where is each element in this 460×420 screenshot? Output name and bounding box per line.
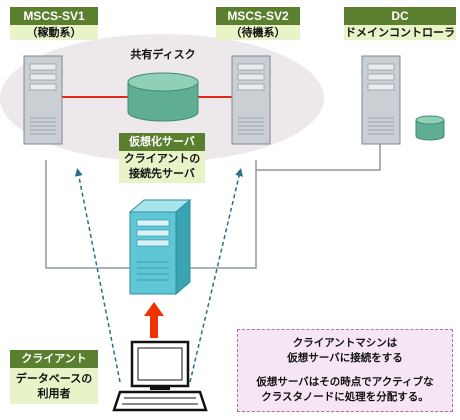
shared-disk-label: 共有ディスク [130,48,196,61]
shared-disk-icon [127,72,199,122]
node-sv2-name: MSCS-SV2 [216,7,300,25]
node-dc-name: DC [344,7,456,25]
note-line1: クライアントマシンは [292,337,398,349]
client-role-line1: データベースの [15,372,93,385]
client-computer-icon [112,340,208,412]
node-sv2-role: （待機系） [216,25,300,40]
client-role-line2: 利用者 [37,387,71,400]
note-line4: クラスタノードに処理を分配する。 [261,390,429,403]
client-role: データベースの 利用者 [10,368,98,404]
dashed-arrows [74,168,243,383]
virtual-server-desc-line1: クライアントの [123,152,201,165]
connect-arrow [144,302,164,338]
note-line3: 仮想サーバはその時点でアクティブな [256,376,434,388]
server-dc-icon [361,55,401,145]
node-dc-role: ドメインコントローラ [344,25,456,40]
node-sv1-role: （稼動系） [10,25,98,40]
dc-disk-icon [415,115,445,141]
virtual-server-desc-line2: 接続先サーバ [129,167,195,180]
explanation-note: クライアントマシンは 仮想サーバに接続をする 仮想サーバはその時点でアクティブな… [237,329,453,412]
network-lines [45,140,381,269]
note-line2: 仮想サーバに接続をする [287,351,403,364]
virtual-server-desc: クライアントの 接続先サーバ [119,151,205,183]
node-sv1-name: MSCS-SV1 [10,7,98,25]
virtual-server-title: 仮想化サーバ [119,133,205,151]
virtual-server-icon [128,198,192,296]
client-name: クライアント [10,350,98,368]
server-sv2-icon [231,55,271,145]
server-sv1-icon [23,55,63,145]
